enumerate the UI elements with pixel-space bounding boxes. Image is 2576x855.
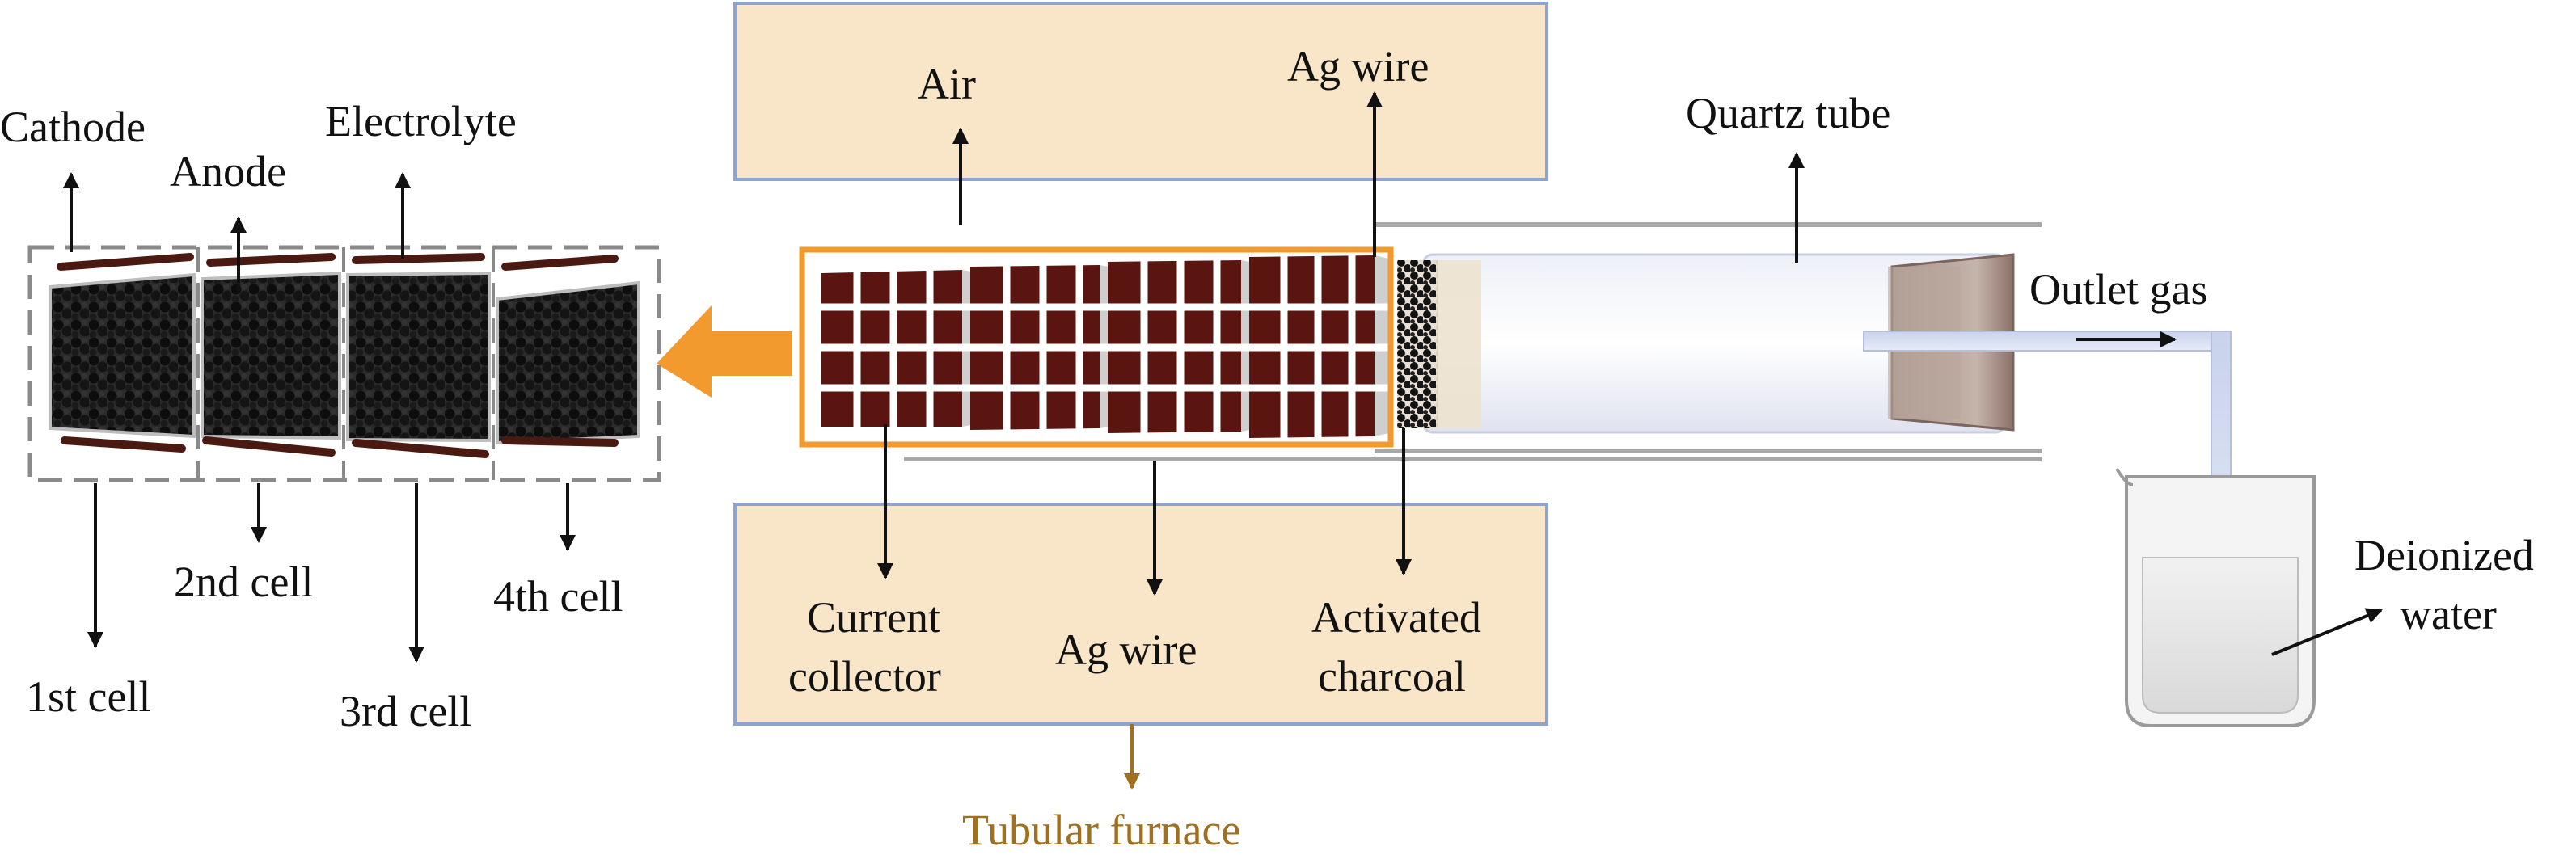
label-cell1: 1st cell	[26, 672, 150, 721]
deionized-water-arrow	[2271, 608, 2383, 656]
label-tubular-furnace: Tubular furnace	[962, 806, 1240, 854]
label-outlet-gas: Outlet gas	[2029, 265, 2207, 314]
label-cell2: 2nd cell	[174, 558, 313, 606]
label-cell4: 4th cell	[493, 572, 623, 621]
furnace-top-block	[733, 2, 1548, 181]
label-ag-wire-bottom: Ag wire	[1055, 625, 1197, 674]
label-electrolyte: Electrolyte	[325, 97, 517, 145]
label-air: Air	[918, 60, 976, 108]
cell-stack	[821, 255, 1389, 440]
highlight-box	[799, 246, 1394, 448]
label-current-collector-2: collector	[788, 652, 941, 701]
label-deionized-water-1: Deionized	[2354, 531, 2534, 579]
label-anode: Anode	[170, 147, 286, 196]
label-activated-charcoal-2: charcoal	[1318, 652, 1466, 701]
label-deionized-water-2: water	[2400, 590, 2497, 638]
activated-charcoal-plug	[1397, 260, 1438, 428]
zoom-arrow-icon	[657, 305, 792, 398]
label-current-collector-1: Current	[807, 593, 940, 642]
label-cathode: Cathode	[0, 103, 146, 151]
zoomed-cells	[27, 245, 661, 482]
label-quartz-tube: Quartz tube	[1686, 89, 1890, 137]
label-ag-wire-top: Ag wire	[1287, 42, 1429, 91]
label-cell3: 3rd cell	[340, 687, 471, 735]
furnace-bottom-block	[733, 503, 1548, 726]
label-activated-charcoal-1: Activated	[1311, 593, 1481, 642]
beaker	[2115, 467, 2316, 727]
